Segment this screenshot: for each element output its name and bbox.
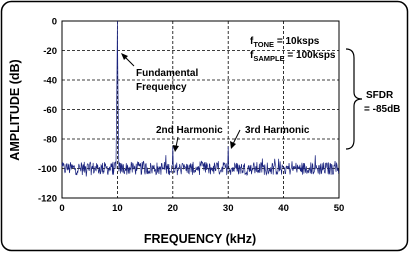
x-tick-label-4: 40 xyxy=(278,203,289,214)
sfdr-label: SFDR xyxy=(366,90,394,101)
tone-value: = 10ksps xyxy=(274,36,320,47)
tone-annotation: fTONE = 10ksps xyxy=(250,36,320,49)
sample-annotation: fSAMPLE = 100ksps xyxy=(250,50,336,63)
tone-prefix: f xyxy=(250,36,254,47)
x-tick-label-5: 50 xyxy=(334,203,345,214)
fundamental-label-line2: Frequency xyxy=(136,82,187,93)
sample-prefix: f xyxy=(250,50,254,61)
x-tick-label-3: 30 xyxy=(223,203,234,214)
harmonic3-arrow xyxy=(232,129,241,145)
harmonic2-label: 2nd Harmonic xyxy=(156,125,223,136)
sample-subscript: SAMPLE xyxy=(253,54,284,63)
y-tick-label-2: -40 xyxy=(43,76,57,87)
harmonic2-arrow xyxy=(175,136,179,148)
y-tick-label-1: -20 xyxy=(43,46,57,57)
spectrum-series xyxy=(61,20,340,177)
sample-value: = 100ksps xyxy=(285,50,336,61)
harmonic3-label: 3rd Harmonic xyxy=(245,125,310,136)
y-tick-label-5: -100 xyxy=(38,164,57,175)
fundamental-arrow-head xyxy=(121,53,128,60)
sfdr-brace xyxy=(345,48,363,150)
y-tick-label-3: -60 xyxy=(43,105,57,116)
harmonic2-arrow-head xyxy=(172,145,179,152)
harmonic3-arrow-head xyxy=(230,141,236,149)
spectrum-line xyxy=(61,20,340,177)
fundamental-label-line1: Fundamental xyxy=(136,68,198,79)
sfdr-value: = -85dB xyxy=(364,104,400,115)
x-tick-label-2: 20 xyxy=(168,203,179,214)
x-tick-label-0: 0 xyxy=(59,203,64,214)
x-tick-label-1: 10 xyxy=(112,203,123,214)
y-tick-label-4: -80 xyxy=(43,135,57,146)
y-axis-title: AMPLITUDE (dB) xyxy=(8,59,22,160)
tone-subscript: TONE xyxy=(253,40,274,49)
y-tick-label-6: -120 xyxy=(38,194,57,205)
tick-labels: 0 10 20 30 40 50 0 -20 -40 -60 -80 -100 -120 xyxy=(38,17,344,215)
y-tick-label-0: 0 xyxy=(52,17,57,28)
x-axis-title: FREQUENCY (kHz) xyxy=(144,232,256,246)
